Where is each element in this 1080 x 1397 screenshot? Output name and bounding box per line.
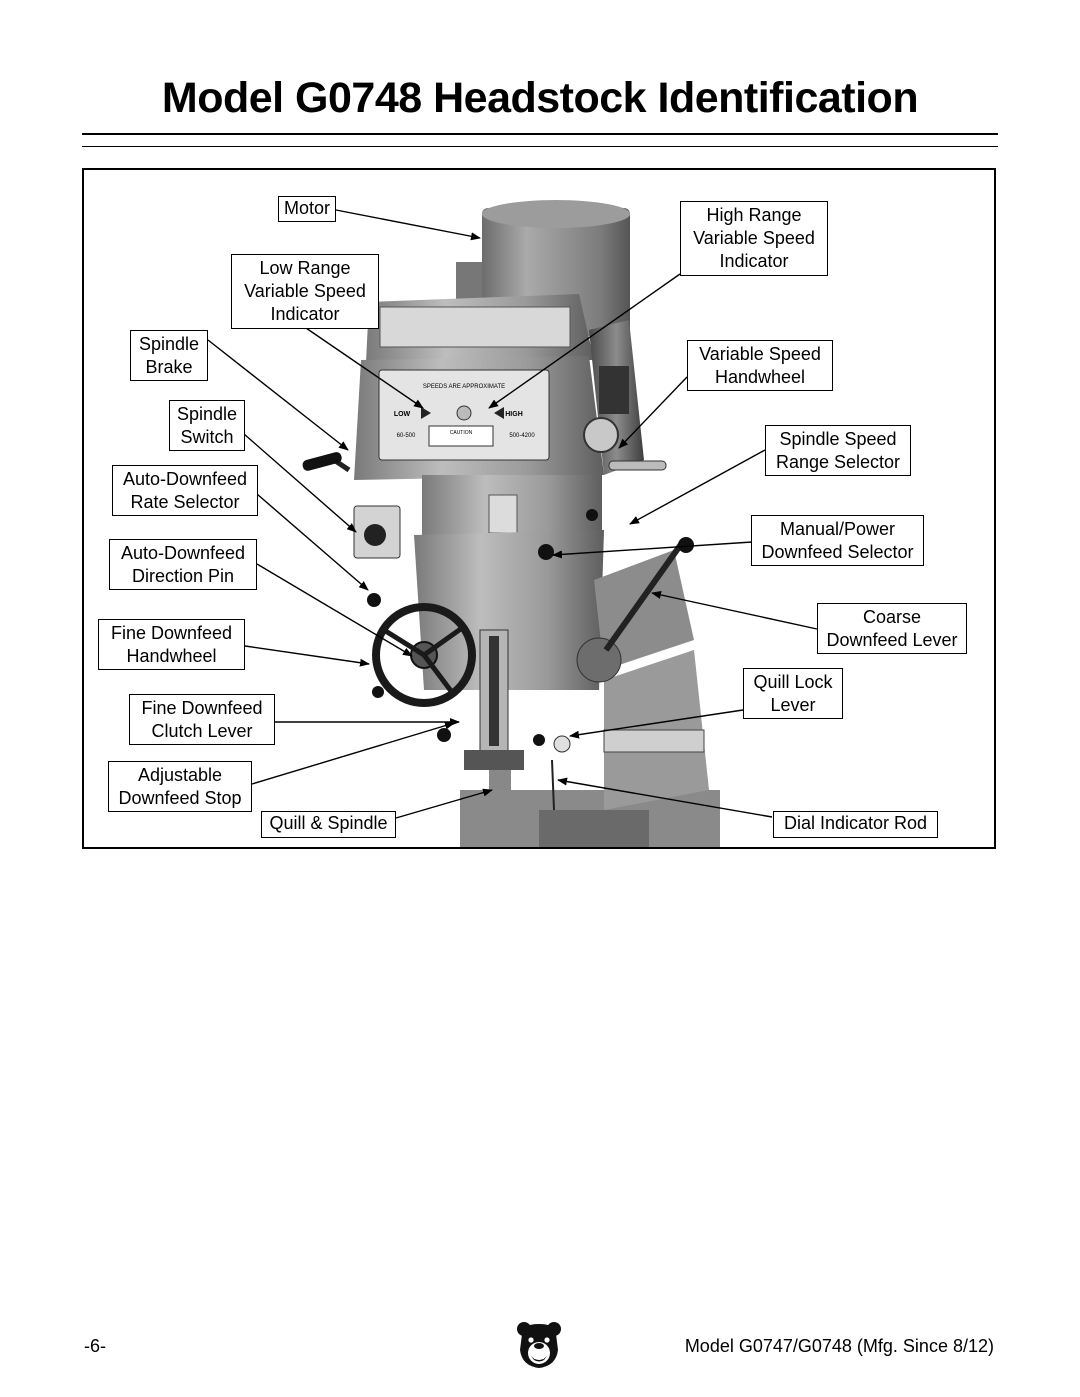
headstock-figure: SPEEDS ARE APPROXIMATE LOW HIGH 60-500 5… [82,168,996,849]
callout-motor: Motor [278,196,336,222]
leader-motor [335,209,481,241]
leader-spindle-switch [243,433,357,533]
leader-vs-handwheel [618,376,688,449]
leader-spindle-brake [207,339,349,451]
selector-low-label: LOW [394,411,411,418]
title-rule-thin [82,146,998,147]
mill-headstock-photo: SPEEDS ARE APPROXIMATE LOW HIGH 60-500 5… [302,200,720,847]
leader-coarse-downfeed [651,591,818,630]
leader-quill-spindle [395,788,493,819]
leader-adjustable-stop [251,721,455,785]
leader-fine-handwheel [244,645,370,667]
page-title: Model G0748 Headstock Identification [161,74,919,122]
leader-quill-lock [569,709,744,739]
low-range-rpm: 60-500 [397,433,416,439]
title-rule-thick [82,133,998,135]
high-range-rpm: 500-4200 [509,433,535,439]
callout-quill-spindle: Quill & Spindle [261,811,396,838]
selector-high-label: HIGH [505,411,523,418]
leader-high-range [488,273,681,409]
leader-manual-power [552,541,753,559]
callout-leaders [207,209,818,819]
page-number: -6- [84,1336,106,1356]
leader-rate-selector [256,493,369,591]
footer-model: Model G0747/G0748 (Mfg. Since 8/12) [684,1336,994,1356]
callout-dial-indicator-rod: Dial Indicator Rod [773,811,938,838]
leader-dial-indicator [557,777,773,818]
caution-plate: CAUTION [450,430,473,436]
leader-speed-range [629,449,766,525]
speeds-note: SPEEDS ARE APPROXIMATE [423,384,505,390]
leader-direction-pin [256,563,413,657]
bear-logo-icon [517,1322,561,1368]
leader-low-range [305,327,424,409]
